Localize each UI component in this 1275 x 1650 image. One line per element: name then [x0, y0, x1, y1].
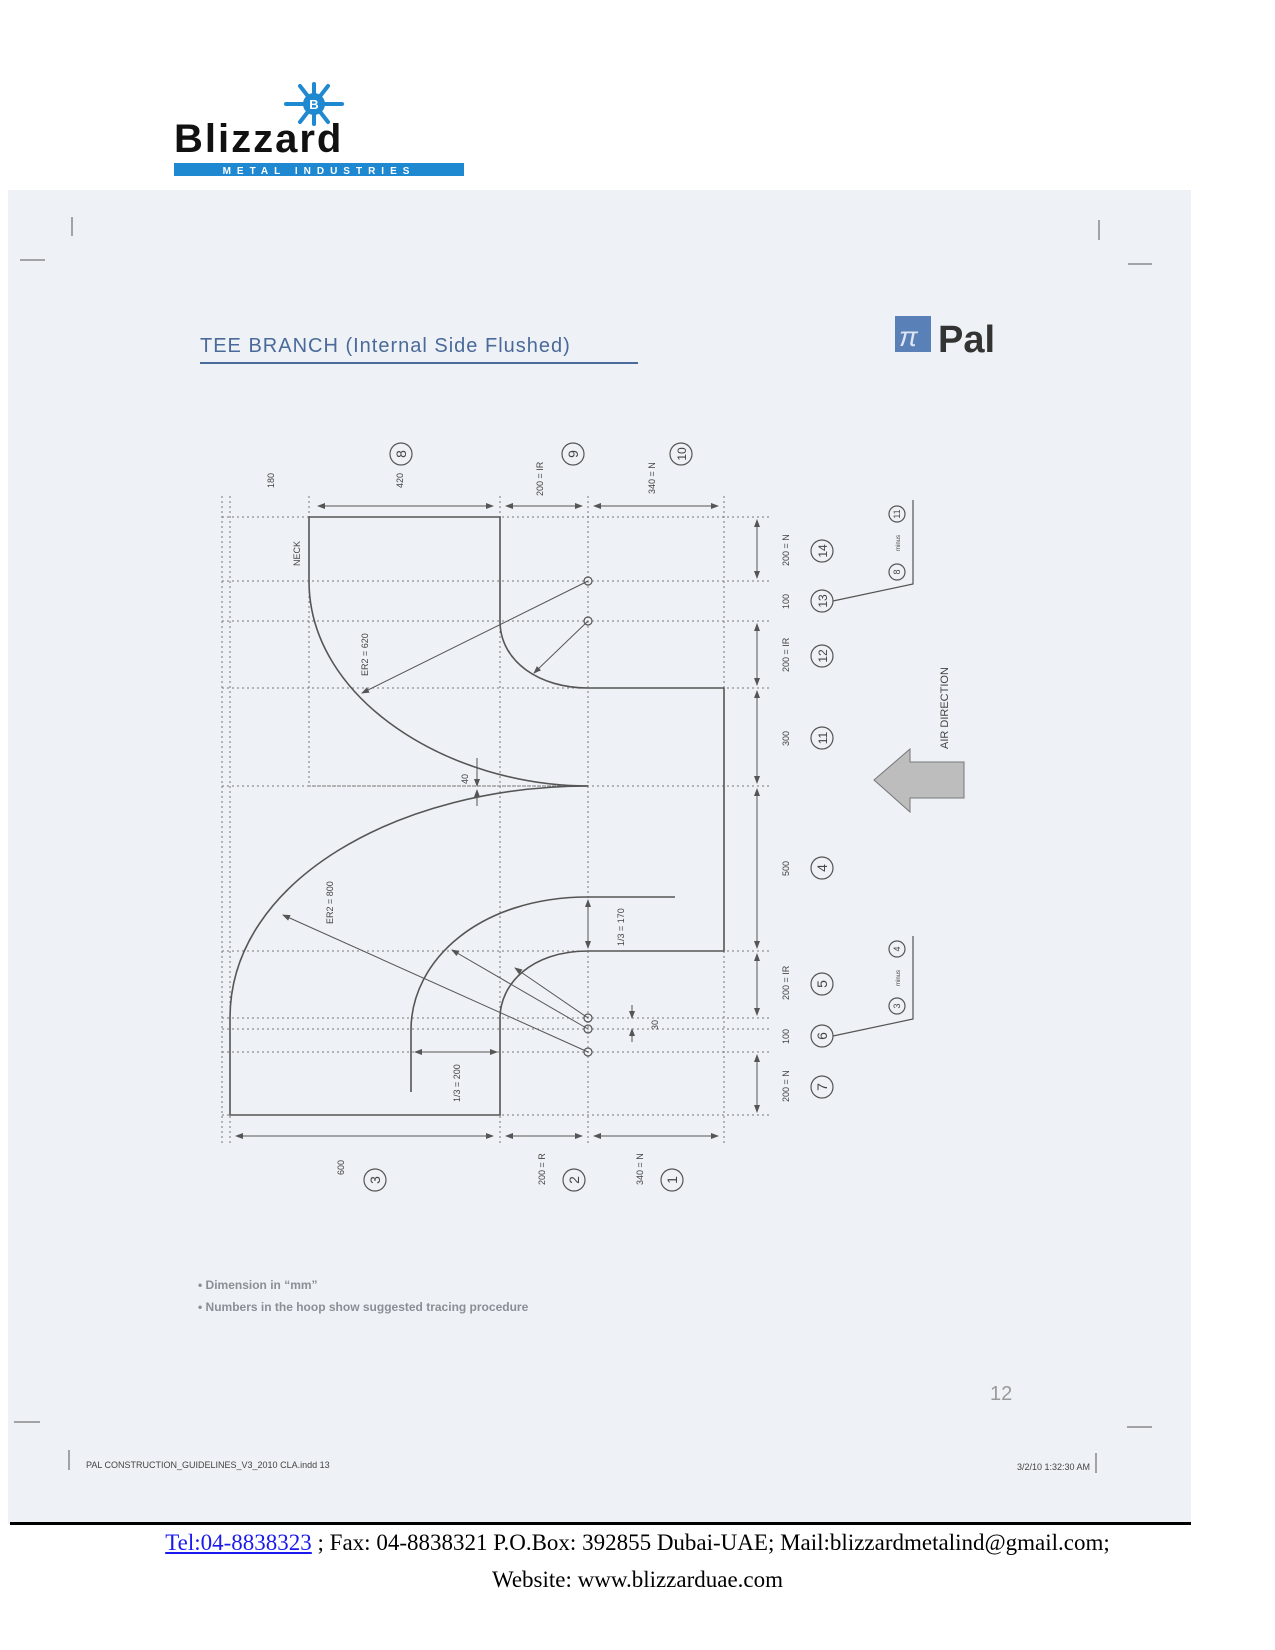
- hoop-5: 5: [814, 980, 830, 988]
- third-200-label: 1/3 = 200: [452, 1064, 462, 1102]
- footer-rule: [10, 1522, 1191, 1525]
- dim-340-n-top: 340 = N: [647, 462, 657, 494]
- callout-top-b: 11: [892, 509, 902, 518]
- main-inner-curve: [499, 950, 589, 1019]
- logo-badge-letter: B: [309, 97, 318, 112]
- forty-label: 40: [460, 774, 470, 784]
- blizzard-logo: B Blizzard METAL INDUSTRIES: [174, 82, 464, 177]
- hoop-14: 14: [816, 544, 830, 558]
- dim-500: 500: [781, 861, 791, 876]
- radius-arrows: [282, 580, 589, 1053]
- air-direction-arrow-icon: [873, 747, 965, 814]
- dimension-arrows: [235, 503, 760, 1139]
- note-hoop: • Numbers in the hoop show suggested tra…: [198, 1300, 529, 1314]
- hoop-13: 13: [816, 594, 830, 608]
- file-info: PAL CONSTRUCTION_GUIDELINES_V3_2010 CLA.…: [86, 1460, 330, 1470]
- third-170-label: 1/3 = 170: [616, 908, 626, 946]
- hoop-7: 7: [814, 1083, 830, 1091]
- air-direction-label: AIR DIRECTION: [939, 667, 951, 749]
- hoop-12: 12: [816, 649, 830, 663]
- main-outer-curve: [229, 785, 589, 1116]
- dim-200-n-bottom: 200 = N: [781, 1070, 791, 1102]
- dim-420: 420: [395, 473, 405, 488]
- dim-200-ir-bottom: 200 = IR: [781, 965, 791, 1000]
- neck-outer-curve: [308, 580, 589, 787]
- footer-contact: Tel:04-8838323 ; Fax: 04-8838321 P.O.Box…: [0, 1530, 1275, 1556]
- hoop-6: 6: [814, 1032, 830, 1040]
- scanned-page: [8, 190, 1191, 1524]
- tee-branch-outline: [229, 516, 725, 1116]
- logo-wordmark: Blizzard: [174, 117, 343, 161]
- print-timestamp: 3/2/10 1:32:30 AM: [1017, 1462, 1090, 1472]
- dim-180: 180: [266, 473, 276, 488]
- pal-logo: π Pal: [895, 316, 995, 361]
- contact-details: ; Fax: 04-8838321 P.O.Box: 392855 Dubai-…: [311, 1530, 1110, 1555]
- dim-100-top: 100: [781, 594, 791, 609]
- logo-sub-band: [174, 163, 464, 176]
- dimension-labels: 180 420 200 = IR 340 = N 200 = N 100 200…: [266, 461, 951, 1185]
- hoop-1: 1: [664, 1176, 680, 1184]
- callout-top-op: minus: [896, 535, 902, 551]
- dim-200-n-top: 200 = N: [781, 534, 791, 566]
- pal-logo-text: Pal: [938, 319, 995, 361]
- callout-bottom-b: 4: [892, 946, 902, 951]
- er2-620-label: ER2 = 620: [360, 633, 370, 676]
- center-points: [583, 576, 593, 1057]
- er2-800-label: ER2 = 800: [325, 881, 335, 924]
- pal-logo-symbol: π: [899, 321, 919, 352]
- callout-bottom-op: minus: [896, 970, 902, 986]
- hoop-8: 8: [393, 450, 409, 458]
- throat-curve: [410, 896, 675, 1092]
- thirty-label: 30: [650, 1020, 660, 1030]
- hoop-4: 4: [814, 864, 830, 872]
- logo-subtitle: METAL INDUSTRIES: [223, 166, 416, 177]
- dim-300: 300: [781, 731, 791, 746]
- dim-200-ir-right: 200 = IR: [781, 637, 791, 672]
- note-dimension: • Dimension in “mm”: [198, 1278, 318, 1292]
- neck-label: NECK: [292, 541, 302, 566]
- hoop-2: 2: [566, 1176, 582, 1184]
- dim-200-r: 200 = R: [537, 1153, 547, 1185]
- dim-600: 600: [336, 1160, 346, 1175]
- hoop-3: 3: [367, 1176, 383, 1184]
- hoop-numbers: 8 9 10 14 13 12 11 4 5 6 7 3 2 1 11 minu…: [367, 447, 902, 1184]
- construction-grid: [221, 496, 770, 1145]
- tel-link[interactable]: Tel:04-8838323: [165, 1530, 312, 1555]
- neck-inner-curve: [499, 620, 725, 952]
- dim-100-bottom: 100: [781, 1029, 791, 1044]
- callout-bottom-a: 3: [892, 1003, 902, 1008]
- hoop-9: 9: [565, 450, 581, 458]
- page-title: TEE BRANCH (Internal Side Flushed): [200, 335, 571, 357]
- footer-website: Website: www.blizzarduae.com: [491, 1567, 784, 1592]
- hoop-10: 10: [675, 447, 689, 461]
- crop-marks: [14, 217, 1152, 1473]
- hoop-11: 11: [816, 731, 830, 744]
- dim-200-ir-top: 200 = IR: [535, 461, 545, 496]
- page-number: 12: [990, 1383, 1012, 1405]
- logo-badge: [303, 93, 325, 115]
- hoop-circles: [363, 442, 914, 1192]
- callout-top-a: 8: [892, 569, 902, 574]
- dim-340-n-bottom: 340 = N: [635, 1153, 645, 1185]
